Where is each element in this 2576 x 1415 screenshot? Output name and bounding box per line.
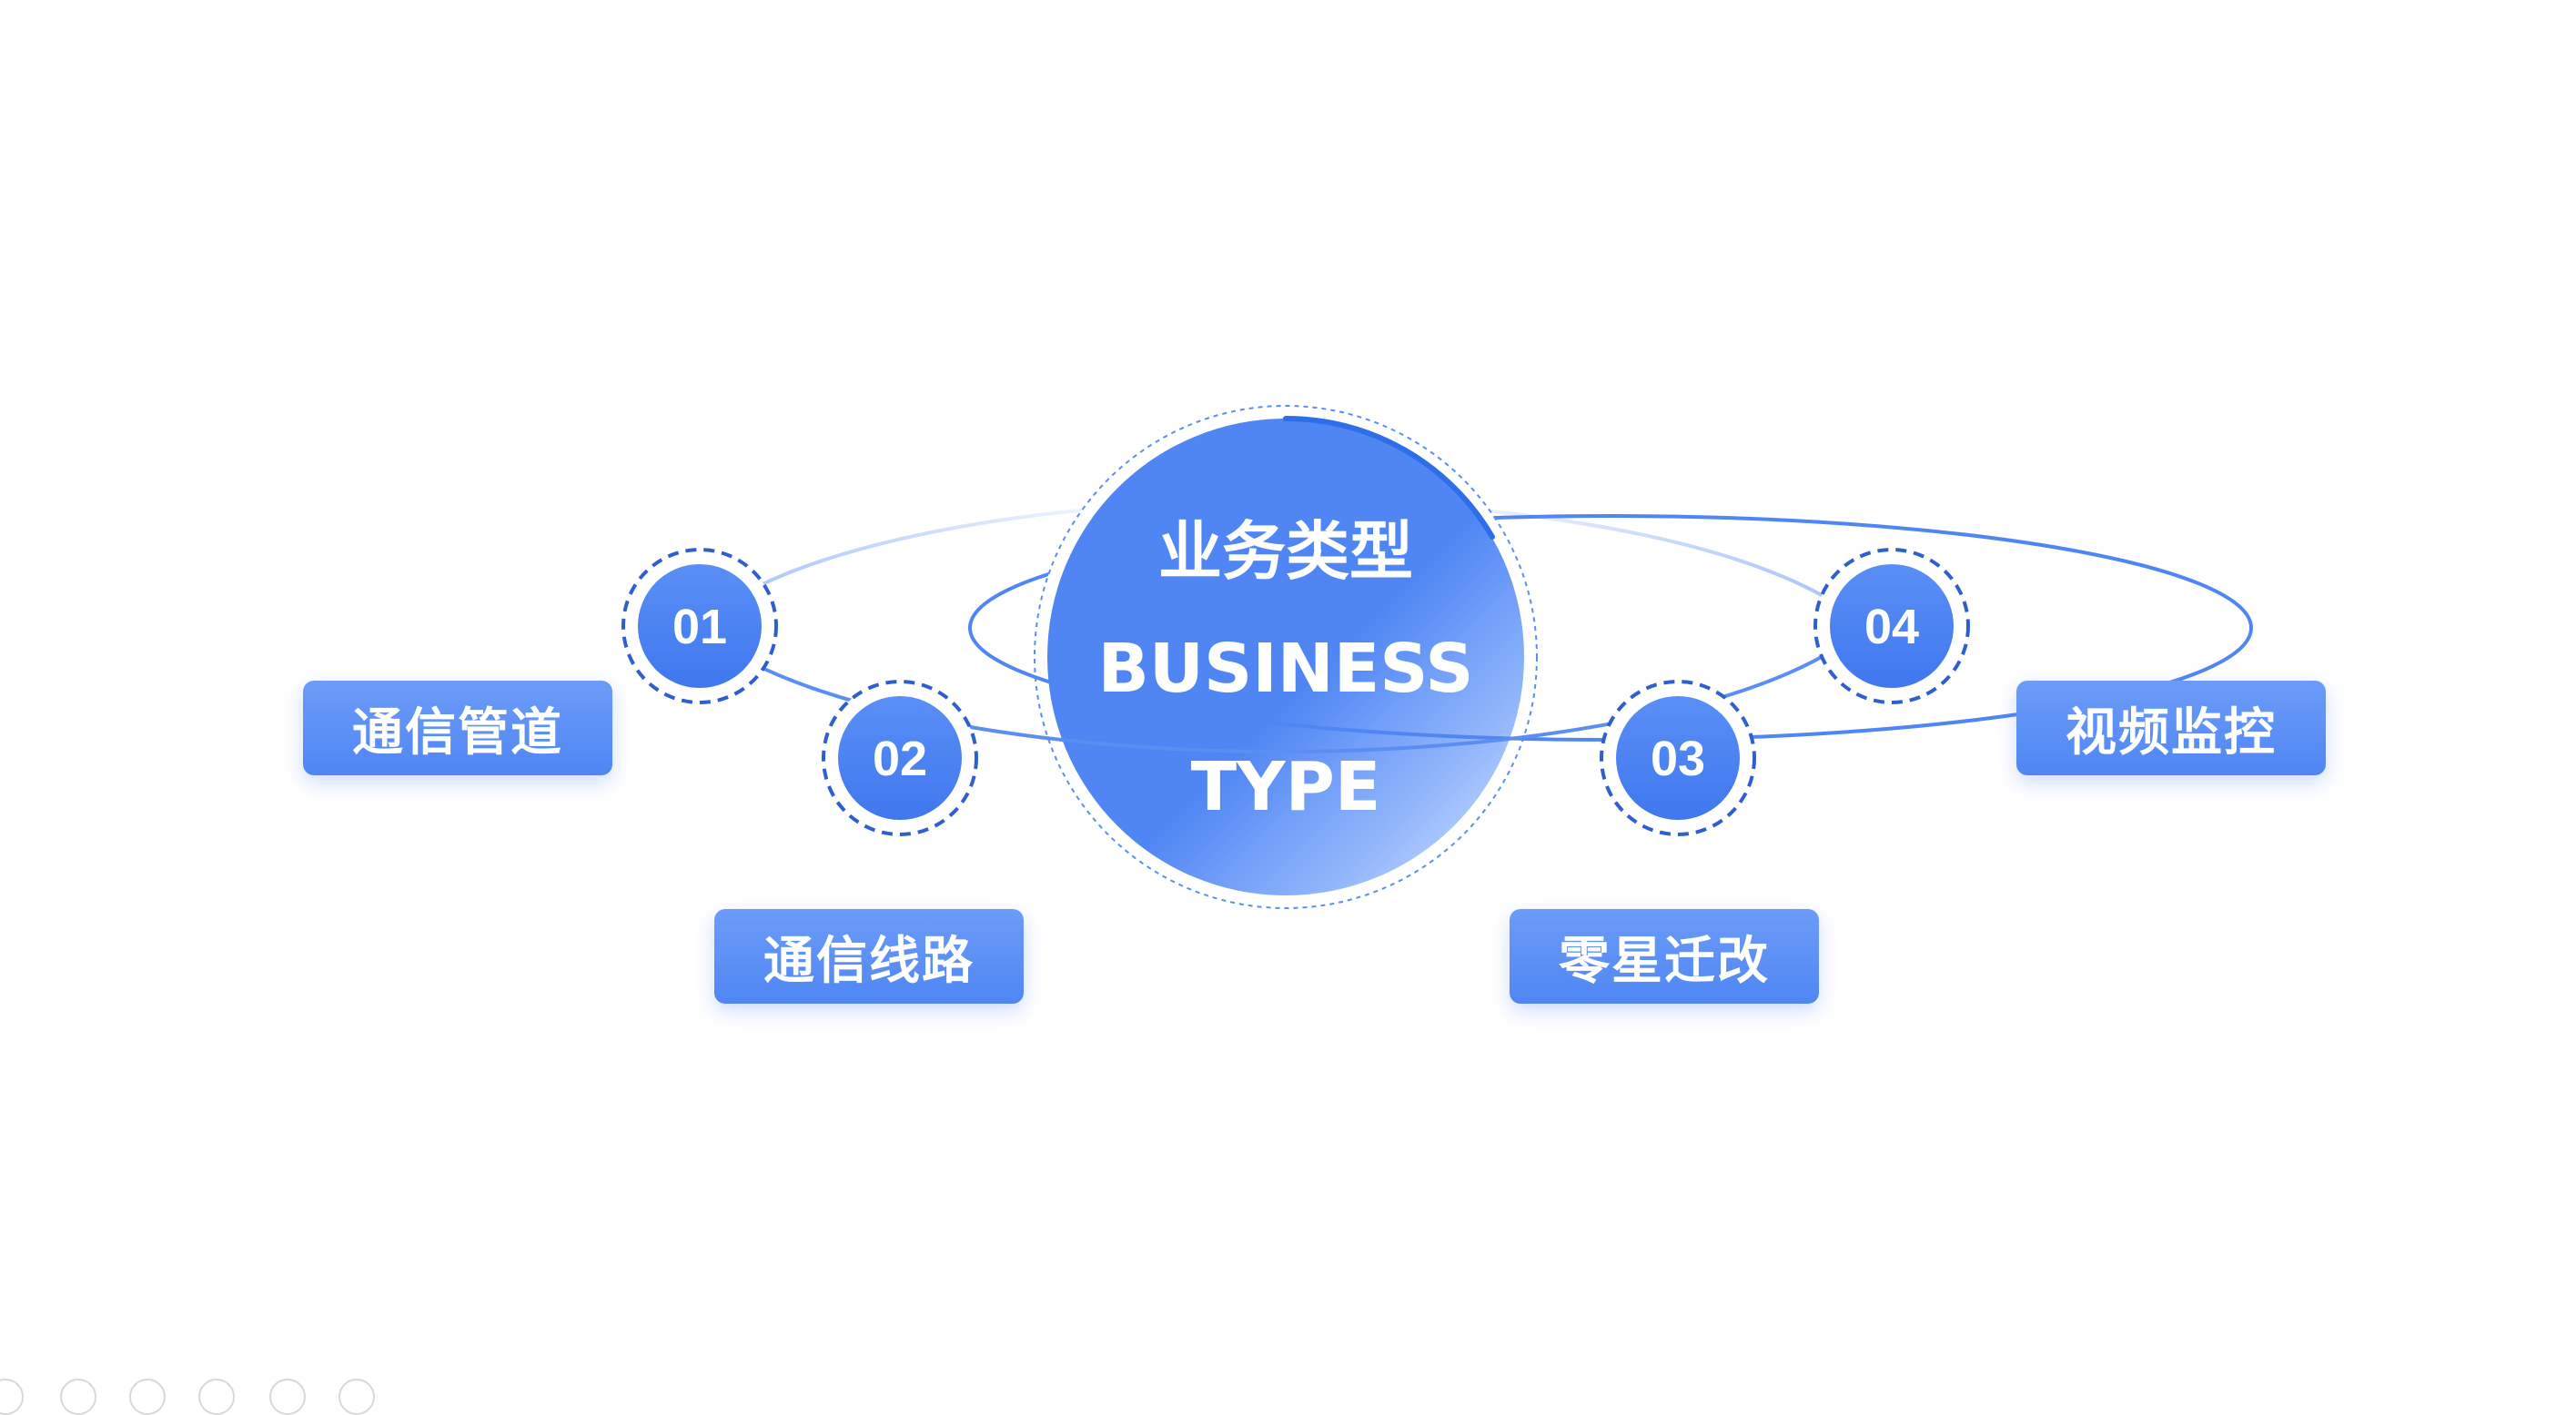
node-02-number: 02: [873, 732, 927, 786]
node-01-number: 01: [672, 600, 727, 654]
node-03[interactable]: 03: [1600, 680, 1756, 836]
outer-orbit-front: [696, 624, 1866, 753]
label-text-01: 通信管道: [352, 702, 563, 763]
label-text-04: 视频监控: [2066, 702, 2277, 763]
label-box-03[interactable]: 零星迁改: [1510, 909, 1819, 1004]
label-box-04[interactable]: 视频监控: [2016, 681, 2326, 775]
label-text-03: 零星迁改: [1559, 930, 1770, 991]
label-box-02[interactable]: 通信线路: [714, 909, 1024, 1004]
node-04-number: 04: [1864, 600, 1919, 654]
node-01[interactable]: 01: [621, 548, 778, 704]
center-title: 业务类型: [1158, 514, 1413, 589]
menu-icon[interactable]: [198, 1379, 235, 1415]
center-subtitle-line1: BUSINESS: [1097, 630, 1473, 708]
prev-icon[interactable]: [0, 1379, 24, 1415]
center-sphere: [1047, 419, 1524, 895]
pen-icon[interactable]: [129, 1379, 166, 1415]
sphere-rim-highlight: [1283, 415, 1495, 540]
more-icon[interactable]: [338, 1379, 375, 1415]
center-subtitle-line2: TYPE: [1191, 748, 1381, 826]
node-03-number: 03: [1651, 732, 1705, 786]
node-04[interactable]: 04: [1813, 548, 1970, 704]
label-text-02: 通信线路: [763, 930, 975, 991]
zoom-icon[interactable]: [269, 1379, 306, 1415]
presentation-toolbar: [0, 1370, 400, 1415]
node-02[interactable]: 02: [822, 680, 978, 836]
label-box-01[interactable]: 通信管道: [303, 681, 612, 775]
next-icon[interactable]: [60, 1379, 96, 1415]
